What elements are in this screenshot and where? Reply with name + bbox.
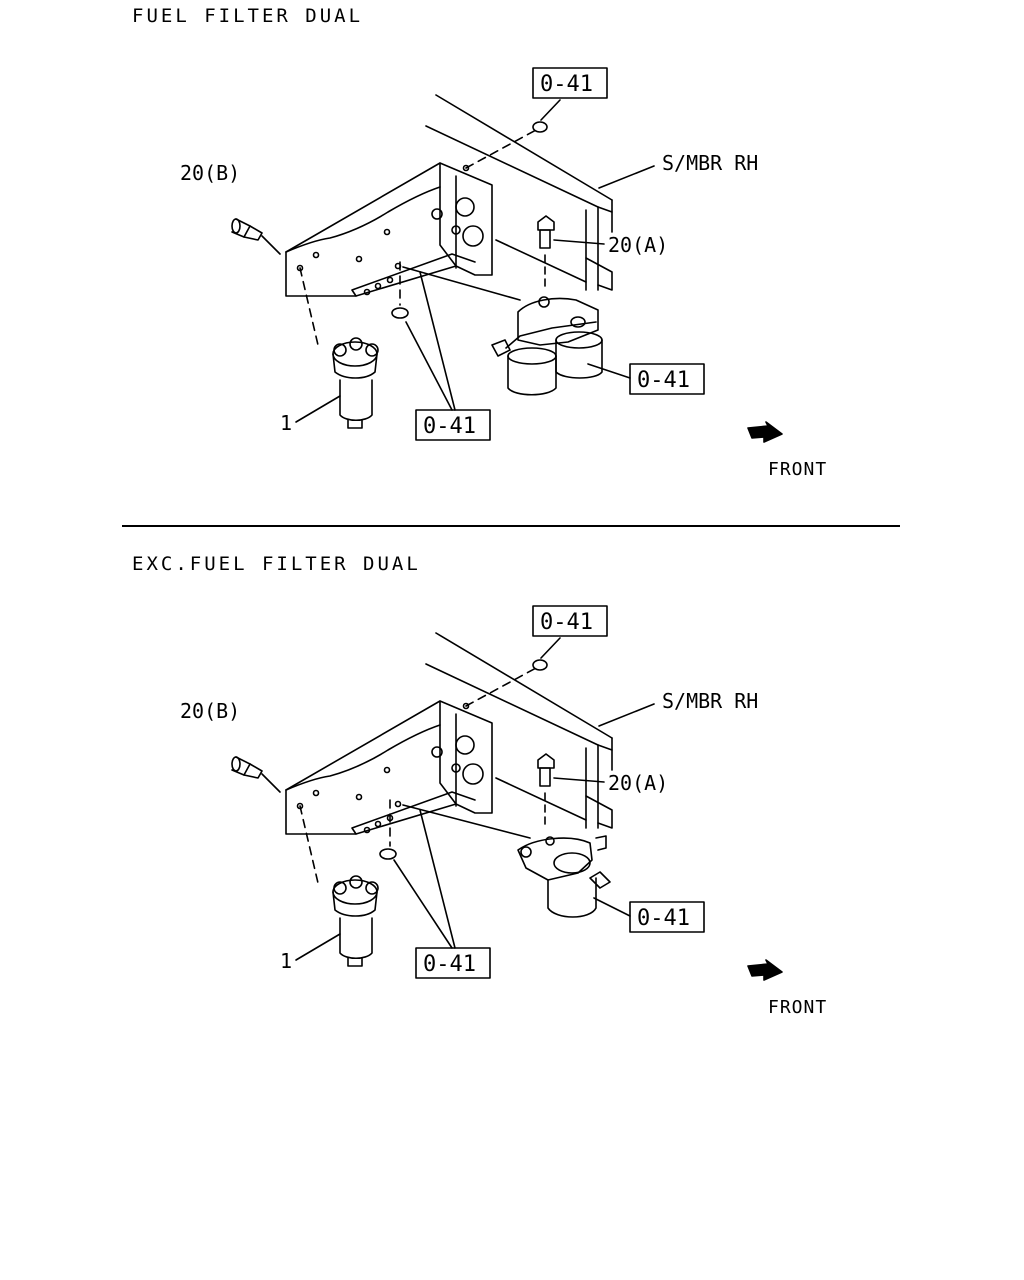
fuel-filter-icon bbox=[491, 296, 603, 396]
diagram-title: EXC.FUEL FILTER DUAL bbox=[132, 553, 421, 575]
side-member bbox=[425, 94, 613, 291]
nut-icon bbox=[391, 121, 548, 319]
fuel-filter-icon bbox=[332, 875, 379, 967]
diagram-title: FUEL FILTER DUAL bbox=[132, 5, 363, 27]
label-part-1: 1 bbox=[280, 411, 292, 435]
bolt-icon bbox=[231, 756, 281, 793]
center-lines bbox=[299, 667, 537, 884]
leader-lines bbox=[295, 99, 655, 423]
ref-label: 0-41 bbox=[637, 368, 690, 393]
ref-label: 0-41 bbox=[540, 72, 593, 97]
exc-fuel-filter-dual-diagram: EXC.FUEL FILTER DUAL bbox=[0, 538, 1024, 1078]
ref-label: 0-41 bbox=[540, 610, 593, 635]
fuel-filter-dual-diagram: FUEL FILTER DUAL bbox=[0, 0, 1024, 540]
label-bolt-20b: 20(B) bbox=[180, 699, 240, 723]
label-bolt-20a: 20(A) bbox=[608, 233, 668, 257]
ref-box-right: 0-41 bbox=[629, 901, 705, 933]
bolt-icon bbox=[537, 753, 555, 829]
ref-box-top: 0-41 bbox=[532, 67, 608, 99]
label-part-1: 1 bbox=[280, 949, 292, 973]
ref-box-right: 0-41 bbox=[629, 363, 705, 395]
bracket-icon bbox=[285, 700, 493, 835]
front-arrow-icon bbox=[747, 959, 783, 981]
ref-label: 0-41 bbox=[423, 414, 476, 439]
ref-label: 0-41 bbox=[637, 906, 690, 931]
ref-box-bottom: 0-41 bbox=[415, 409, 491, 441]
ref-box-top: 0-41 bbox=[532, 605, 608, 637]
label-side-member: S/MBR RH bbox=[662, 151, 758, 175]
label-bolt-20b: 20(B) bbox=[180, 161, 240, 185]
fuel-filter-icon bbox=[332, 337, 379, 429]
front-arrow-icon bbox=[747, 421, 783, 443]
fuel-filter-icon bbox=[517, 835, 611, 918]
diagram-drawing: EXC.FUEL FILTER DUAL bbox=[132, 553, 827, 1018]
ref-label: 0-41 bbox=[423, 952, 476, 977]
label-side-member: S/MBR RH bbox=[662, 689, 758, 713]
label-bolt-20a: 20(A) bbox=[608, 771, 668, 795]
diagram-drawing: FUEL FILTER DUAL bbox=[132, 5, 827, 480]
front-label: FRONT bbox=[768, 459, 827, 480]
section-divider bbox=[122, 525, 900, 527]
bracket-icon bbox=[285, 162, 493, 297]
bolt-icon bbox=[231, 218, 281, 255]
leader-lines bbox=[295, 637, 655, 961]
nut-icon bbox=[379, 659, 548, 860]
bolt-icon bbox=[537, 215, 555, 291]
center-lines bbox=[299, 129, 537, 346]
side-member bbox=[425, 632, 613, 829]
ref-box-bottom: 0-41 bbox=[415, 947, 491, 979]
front-label: FRONT bbox=[768, 997, 827, 1018]
